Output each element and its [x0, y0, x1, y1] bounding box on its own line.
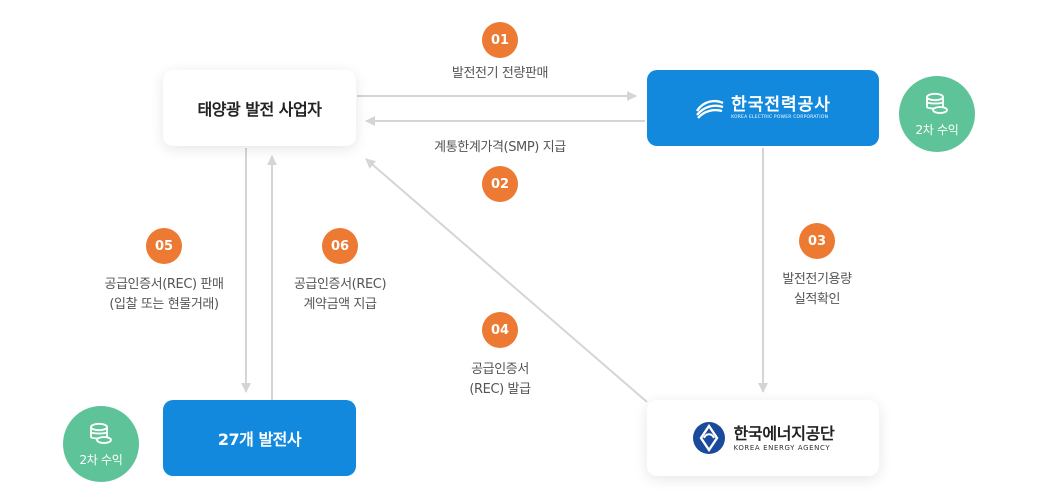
step-04-label-line1: 공급인증서	[471, 362, 529, 377]
coins-icon	[926, 92, 948, 114]
kepco-subtitle: KOREA ELECTRIC POWER CORPORATION	[731, 114, 829, 120]
kea-logo: 한국에너지공단 KOREA ENERGY AGENCY	[692, 421, 835, 455]
solar-producer-label: 태양광 발전 사업자	[197, 100, 322, 119]
revenue-badge-generators-label: 2차 수익	[79, 452, 123, 467]
step-04-label: 공급인증서 (REC) 발급	[440, 360, 560, 400]
step-01-badge: 01	[482, 22, 518, 58]
kea-subtitle: KOREA ENERGY AGENCY	[733, 443, 831, 452]
step-04-label-line2: (REC) 발급	[469, 382, 531, 397]
kepco-emblem-icon	[696, 99, 724, 119]
revenue-badge-kepco: 2차 수익	[899, 76, 975, 152]
coins-icon	[90, 422, 112, 444]
step-06-label-line2: 계약금액 지급	[303, 297, 377, 312]
step-01-label: 발전전기 전량판매	[451, 66, 549, 81]
step-06-badge: 06	[322, 228, 358, 264]
arrow-04	[365, 158, 648, 403]
kea-emblem-icon	[692, 422, 725, 454]
step-04-badge: 04	[482, 312, 518, 348]
kepco-box: 한국전력공사 KOREA ELECTRIC POWER CORPORATION	[647, 70, 879, 146]
step-03-label-line2: 실적확인	[793, 292, 841, 307]
step-05-label-line2: (입찰 또는 현물거래)	[109, 297, 219, 312]
kea-box: 한국에너지공단 KOREA ENERGY AGENCY	[647, 400, 879, 476]
step-05-label-line1: 공급인증서(REC) 판매	[104, 277, 224, 292]
revenue-badge-kepco-label: 2차 수익	[915, 122, 959, 137]
generators-label: 27개 발전사	[217, 430, 302, 449]
revenue-badge-generators: 2차 수익	[63, 406, 139, 482]
step-03-label: 발전전기용량 실적확인	[757, 270, 877, 310]
step-05-label: 공급인증서(REC) 판매 (입찰 또는 현물거래)	[84, 275, 244, 315]
step-05-badge: 05	[146, 228, 182, 264]
step-02-label: 계통한계가격(SMP) 지급	[434, 140, 566, 155]
step-06-label: 공급인증서(REC) 계약금액 지급	[280, 275, 400, 315]
generators-box: 27개 발전사	[163, 400, 356, 476]
step-06-label-line1: 공급인증서(REC)	[293, 277, 387, 292]
kepco-logo: 한국전력공사 KOREA ELECTRIC POWER CORPORATION	[695, 96, 831, 121]
solar-producer-box: 태양광 발전 사업자	[163, 70, 356, 146]
step-02-badge: 02	[482, 166, 518, 202]
step-03-badge: 03	[799, 223, 835, 259]
step-03-label-line1: 발전전기용량	[782, 272, 852, 287]
kepco-name: 한국전력공사	[731, 94, 831, 115]
kea-name: 한국에너지공단	[733, 423, 835, 443]
